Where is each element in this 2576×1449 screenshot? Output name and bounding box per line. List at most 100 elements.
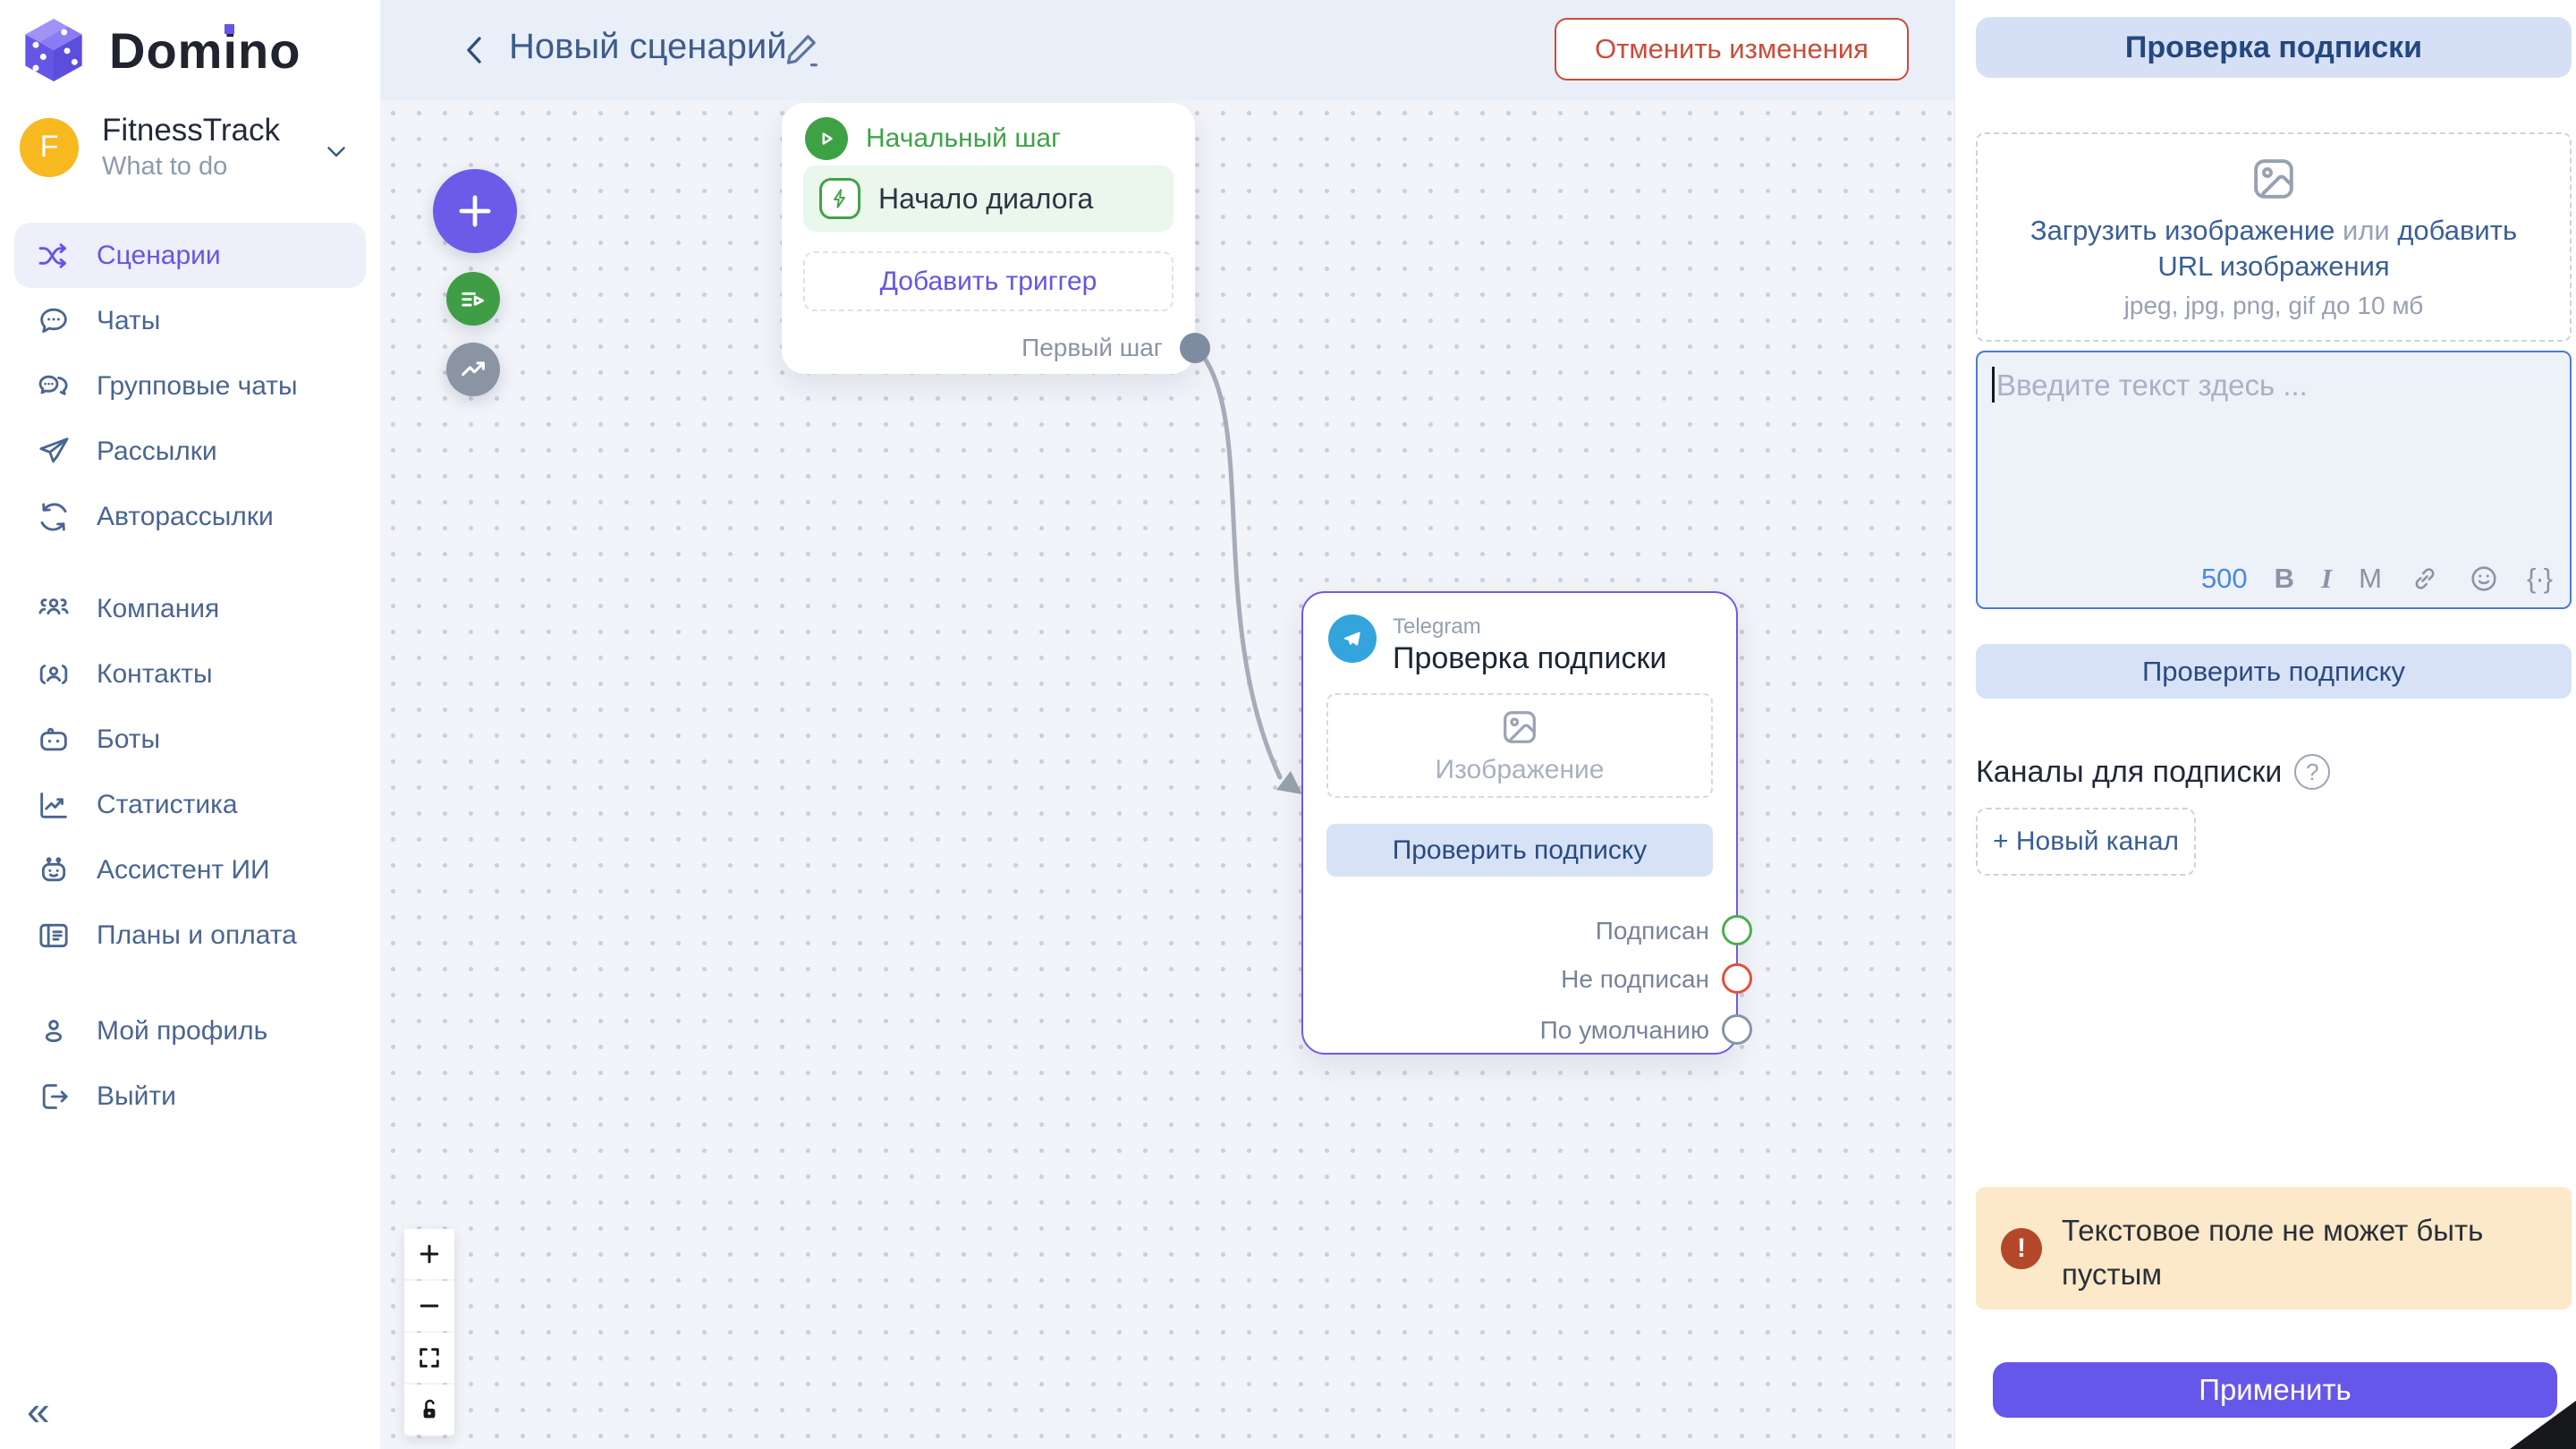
add-step-button[interactable] [433,169,517,253]
channels-heading: Каналы для подписки [1976,754,2283,789]
back-button[interactable] [453,29,496,72]
ai-assistant-icon [41,856,66,881]
sidebar-item-label: Боты [97,724,161,754]
output-port-subscribed[interactable] [1722,915,1752,945]
trigger-label: Начало диалога [878,182,1094,215]
sidebar-item-label: Сценарии [97,240,221,270]
sidebar-item-scenarios[interactable]: Сценарии [14,223,366,288]
menu-divider [0,549,380,576]
message-text-editor[interactable]: Введите текст здесь ... 500 B I M {·} [1976,351,2572,609]
smiley-icon [2471,566,2496,591]
stats-mode-button[interactable] [446,343,500,396]
sidebar-item-label: Рассылки [97,436,217,466]
output-port-default[interactable] [1722,1014,1752,1045]
statistics-icon [40,792,67,818]
editor-toolbar: 500 B I M {·} [2200,563,2553,595]
workspace-switcher[interactable]: F FitnessTrack What to do [0,113,380,182]
sidebar-collapse-button[interactable]: « [27,1387,50,1434]
char-counter: 500 [2200,563,2248,594]
editor-placeholder: Введите текст здесь ... [1992,367,2308,402]
sidebar: Domino F FitnessTrack What to do Сценари… [0,0,380,1449]
bold-button[interactable]: B [2274,563,2295,594]
sidebar-item-logout[interactable]: Выйти [14,1063,366,1129]
start-step-node[interactable]: Начальный шаг Начало диалога Добавить тр… [782,103,1210,374]
link-button[interactable] [2409,563,2441,595]
cancel-changes-button[interactable]: Отменить изменения [1555,18,1909,80]
upload-image-link[interactable]: Загрузить изображение [2029,215,2335,246]
first-step-output-port[interactable] [1180,333,1210,363]
profile-icon [45,1019,63,1042]
sidebar-item-statistics[interactable]: Статистика [14,772,366,837]
trending-up-icon [462,361,485,377]
sidebar-item-company[interactable]: Компания [14,576,366,641]
contacts-icon [39,664,68,684]
group-chats-icon [38,375,68,395]
apply-button[interactable]: Применить [1993,1362,2557,1418]
telegram-node-header: Telegram Проверка подписки [1303,593,1736,676]
page-title: Новый сценарий [509,27,787,66]
output-label-subscribed: Подписан [1595,917,1709,945]
sidebar-item-label: Авторассылки [97,501,274,531]
sidebar-item-plans-billing[interactable]: Планы и оплата [14,902,366,968]
sidebar-item-chats[interactable]: Чаты [14,288,366,353]
add-trigger-button[interactable]: Добавить триггер [803,251,1174,311]
warning-icon: ! [2001,1228,2042,1269]
topbar: Новый сценарий Отменить изменения [380,0,1954,100]
sidebar-item-broadcasts[interactable]: Рассылки [14,419,366,484]
chevron-down-icon[interactable] [321,136,352,166]
billing-card-icon [39,923,68,947]
sidebar-item-label: Статистика [97,789,238,819]
telegram-subscription-node[interactable]: Telegram Проверка подписки Изображение П… [1301,591,1752,1055]
play-icon [805,117,848,160]
sidebar-item-label: Мой профиль [97,1015,268,1046]
edit-pencil-icon[interactable] [781,29,822,70]
text-caret [1992,367,1995,402]
emoji-button[interactable] [2468,563,2500,595]
first-step-port-label: Первый шаг [1021,334,1163,361]
markdown-button[interactable]: M [2359,563,2382,594]
node-check-subscription-button[interactable]: Проверить подписку [1326,824,1713,877]
add-channel-button[interactable]: + Новый канал [1976,808,2196,876]
plus-icon [419,1244,439,1264]
add-url-link[interactable]: добавить URL изображения [2157,215,2518,282]
sidebar-item-contacts[interactable]: Контакты [14,641,366,707]
lightning-icon [819,178,860,219]
check-subscription-button[interactable]: Проверить подписку [1976,644,2572,699]
sidebar-item-ai-assistant[interactable]: Ассистент ИИ [14,837,366,902]
steps-list-button[interactable] [446,272,500,326]
sidebar-item-group-chats[interactable]: Групповые чаты [14,353,366,419]
loop-icon [40,503,67,530]
image-placeholder-label: Изображение [1435,754,1605,784]
flow-canvas[interactable]: Начальный шаг Начало диалога Добавить тр… [380,100,1954,1449]
dialog-start-trigger[interactable]: Начало диалога [803,165,1174,232]
italic-button[interactable]: I [2321,563,2333,594]
sidebar-item-my-profile[interactable]: Мой профиль [14,998,366,1063]
output-port-not-subscribed[interactable] [1722,963,1752,994]
paper-plane-icon [39,436,69,462]
sidebar-item-label: Планы и оплата [97,919,297,950]
menu-divider [0,968,380,998]
minus-icon [419,1304,439,1308]
lock-canvas-button[interactable] [404,1385,454,1435]
output-label-not-subscribed: Не подписан [1561,965,1709,993]
canvas-zoom-controls [404,1229,454,1436]
zoom-out-button[interactable] [404,1281,454,1331]
output-label-default: По умолчанию [1539,1016,1709,1044]
sidebar-item-label: Компания [97,593,220,623]
shuffle-icon [38,242,67,268]
variables-button[interactable]: {·} [2526,563,2553,594]
logout-icon [42,1083,68,1109]
node-image-placeholder[interactable]: Изображение [1326,693,1713,798]
domino-logo-icon [25,19,82,81]
image-icon [2254,159,2293,199]
chat-bubble-icon [40,308,67,333]
help-question-icon[interactable]: ? [2294,754,2331,790]
sidebar-item-auto-broadcasts[interactable]: Авторассылки [14,484,366,549]
sidebar-item-label: Контакты [97,658,213,689]
zoom-in-button[interactable] [404,1229,454,1279]
image-upload-dropzone[interactable]: Загрузить изображение или добавить URL и… [1976,132,2572,342]
sidebar-item-bots[interactable]: Боты [14,707,366,772]
fit-view-button[interactable] [404,1333,454,1383]
sidebar-item-label: Выйти [97,1080,176,1111]
